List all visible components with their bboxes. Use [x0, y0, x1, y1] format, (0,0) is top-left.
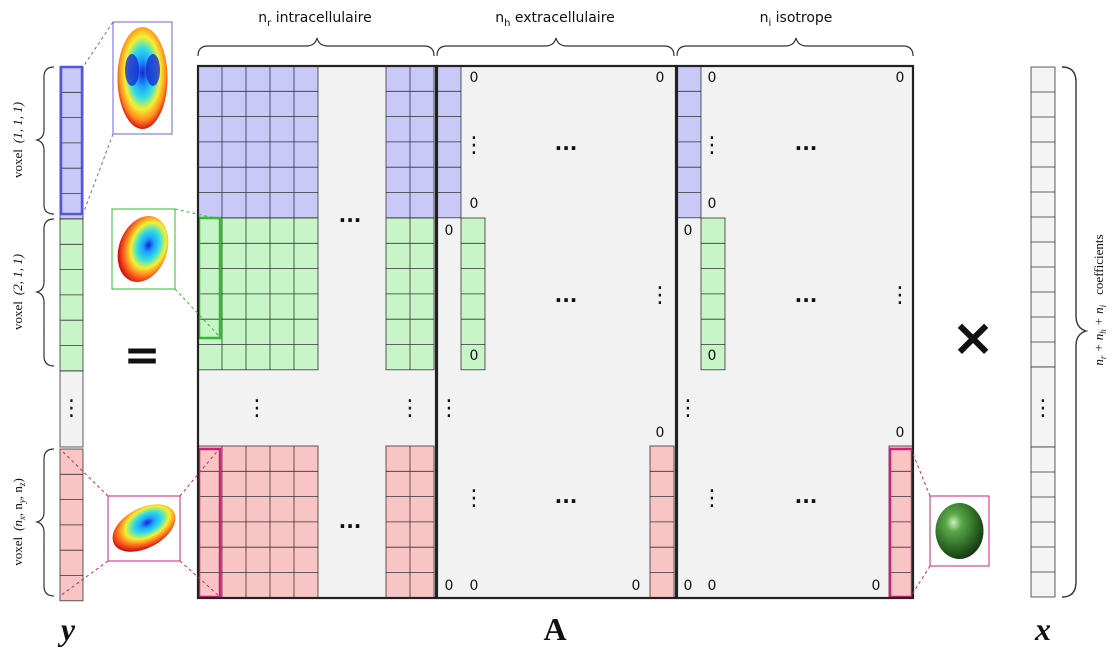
vector-x-label: x: [1034, 611, 1051, 647]
times-operator: ×: [951, 308, 995, 368]
extra-ellipsis-h: ...: [555, 484, 578, 508]
voxel-label-2: voxel(2, 1, 1): [10, 254, 25, 330]
voxel-label-n: voxel(nx, ny, nz): [10, 478, 27, 566]
iso-ellipsis-h: ...: [795, 131, 818, 155]
voxel-label-1: voxel(1, 1, 1): [10, 102, 25, 178]
intra-ellipsis-h-top: ...: [339, 203, 362, 227]
iso-zero: 0: [708, 196, 717, 212]
iso-zero: 0: [872, 578, 881, 594]
intra-block-blue-left: [197, 65, 319, 219]
vector-y-label: y: [57, 611, 76, 647]
brace-isotropic: [676, 37, 914, 57]
x-vector-bottom: [1030, 446, 1056, 598]
brace-voxel-n: [34, 448, 55, 597]
svg-text:voxel(1, 1, 1): voxel(1, 1, 1): [10, 102, 25, 178]
iso-zero: 0: [896, 425, 905, 441]
y-vector-blue: [59, 66, 84, 220]
extra-blue-column: [436, 65, 462, 219]
left-braces: [34, 66, 55, 597]
svg-text:nr+nh+nicoefficients: nr+nh+nicoefficients: [1091, 234, 1108, 365]
intra-ellipsis-h-bottom: ...: [339, 509, 362, 533]
iso-ellipsis-v: ⋮: [701, 133, 723, 158]
extra-zero: 0: [445, 223, 454, 239]
ellipsoid-thumb-3: [59, 448, 220, 597]
svg-text:voxel(2, 1, 1): voxel(2, 1, 1): [10, 254, 25, 330]
top-braces: [197, 37, 914, 57]
frame-isotropic: [675, 64, 915, 600]
svg-text:voxel(nx, ny, nz): voxel(nx, ny, nz): [10, 478, 27, 566]
x-vector-top: [1030, 66, 1056, 368]
intra-block-red-left: [197, 445, 319, 599]
brace-coefficients: [1061, 66, 1089, 598]
iso-ellipsis-v: ⋮: [889, 283, 911, 308]
iso-ellipsis-v: ⋮: [701, 486, 723, 511]
intra-block-red-right: [385, 445, 435, 599]
extra-zero: 0: [656, 70, 665, 86]
iso-ellipsis-v: ⋮: [677, 396, 699, 421]
header-isotropic: ni isotrope: [760, 10, 833, 29]
y-vector-highlight: [59, 65, 84, 216]
extra-zero: 0: [470, 348, 479, 364]
extra-zero: 0: [470, 578, 479, 594]
intra-block-blue-right: [385, 65, 435, 219]
blue-red-heatmap-ellipsoid-icon: [117, 27, 168, 129]
iso-blue-column: [676, 65, 702, 219]
matrix-A-label: A: [543, 611, 566, 647]
green-sphere-icon: [935, 503, 984, 559]
extra-ellipsis-v: ⋮: [463, 133, 485, 158]
header-extracellular: nh extracellulaire: [495, 10, 615, 29]
iso-zero: 0: [684, 578, 693, 594]
y-vector-gap: [59, 370, 84, 448]
intra-block-green-right: [385, 217, 435, 371]
flat-heatmap-ellipsoid-icon: [112, 504, 176, 552]
intra-block-green-left: [197, 217, 319, 371]
iso-green-column: [700, 217, 726, 371]
sphere-thumb: [910, 448, 990, 597]
coefficients-label: nr+nh+nicoefficients: [1091, 234, 1108, 365]
tilted-heatmap-ellipsoid-icon: [117, 216, 169, 282]
x-vector-ellipsis: ⋮: [1032, 396, 1054, 421]
brace-voxel-2: [34, 218, 55, 367]
ellipsoid-thumb-2: [111, 208, 220, 337]
extra-red-column: [649, 445, 675, 599]
iso-ellipsis-h: ...: [795, 283, 818, 307]
brace-voxel-1: [34, 66, 55, 215]
extra-ellipsis-v: ⋮: [438, 396, 460, 421]
y-vector-ellipsis: ⋮: [61, 396, 83, 421]
intra-ellipsis-v-right: ⋮: [399, 396, 421, 421]
extra-zero: 0: [656, 425, 665, 441]
ellipsoid-thumb-1: [82, 21, 173, 215]
extra-zero: 0: [470, 196, 479, 212]
iso-zero: 0: [708, 348, 717, 364]
extra-ellipsis-h: ...: [555, 283, 578, 307]
brace-extracellular: [436, 37, 675, 57]
y-vector-green: [59, 218, 84, 372]
iso-zero: 0: [684, 223, 693, 239]
iso-zero: 0: [896, 70, 905, 86]
extra-ellipsis-h: ...: [555, 131, 578, 155]
y-vector-red: [59, 448, 84, 602]
iso-red-column: [888, 445, 914, 599]
header-group: nr intracellulaire nh extracellulaire ni…: [258, 10, 832, 29]
extra-zero: 0: [445, 578, 454, 594]
equals-operator: =: [124, 330, 161, 381]
extra-ellipsis-v: ⋮: [649, 283, 671, 308]
intra-ellipsis-v-left: ⋮: [246, 396, 268, 421]
iso-zero: 0: [708, 70, 717, 86]
header-intracellular: nr intracellulaire: [258, 10, 371, 29]
iso-zero: 0: [708, 578, 717, 594]
extra-ellipsis-v: ⋮: [463, 486, 485, 511]
iso-ellipsis-h: ...: [795, 484, 818, 508]
extra-zero: 0: [470, 70, 479, 86]
extra-green-column: [460, 217, 486, 371]
extra-zero: 0: [632, 578, 641, 594]
brace-intracellular: [197, 37, 435, 57]
